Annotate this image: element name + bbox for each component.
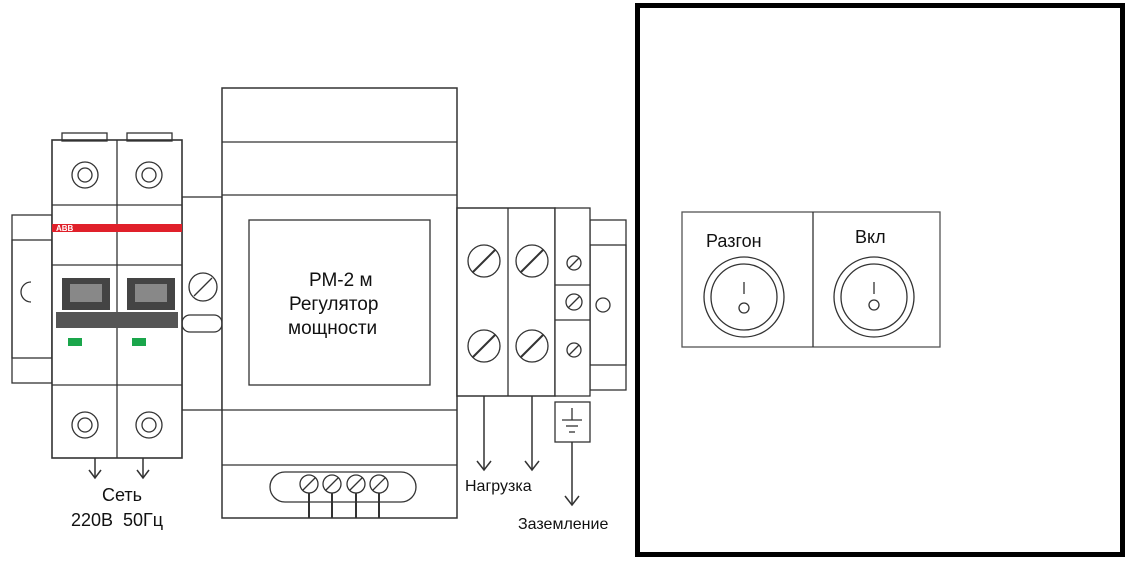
- boost-switch-label: Разгон: [706, 231, 762, 251]
- indicator-right: [132, 338, 146, 346]
- load-label: Нагрузка: [465, 478, 532, 495]
- mains-voltage-label: 220В 50Гц: [71, 510, 164, 530]
- breaker-top-screw-left: [71, 161, 99, 189]
- breaker-bottom-screw-left: [71, 411, 99, 439]
- abb-logo: ABB: [56, 224, 74, 233]
- breaker-top-screw-right: [135, 161, 163, 189]
- breaker-bottom-screw-right: [135, 411, 163, 439]
- control-panel-frame: [635, 3, 1125, 557]
- mains-label: Сеть: [102, 485, 143, 505]
- power-switch-label: Вкл: [855, 227, 886, 247]
- regulator-display-window: [248, 219, 431, 386]
- ground-terminal: [554, 207, 611, 443]
- regulator-name-line2: мощности: [288, 318, 378, 339]
- regulator-model: РМ-2 м: [309, 270, 373, 291]
- power-switch[interactable]: [833, 256, 915, 338]
- abb-circuit-breaker: [51, 132, 183, 459]
- control-panel: [681, 211, 941, 348]
- power-regulator-module: [221, 87, 458, 519]
- ground-label: Заземление: [518, 516, 609, 533]
- indicator-left: [68, 338, 82, 346]
- wire-arrows: [88, 396, 580, 507]
- boost-switch[interactable]: [703, 256, 785, 338]
- regulator-name-line1: Регулятор: [289, 294, 379, 315]
- load-terminal-block: [456, 207, 556, 397]
